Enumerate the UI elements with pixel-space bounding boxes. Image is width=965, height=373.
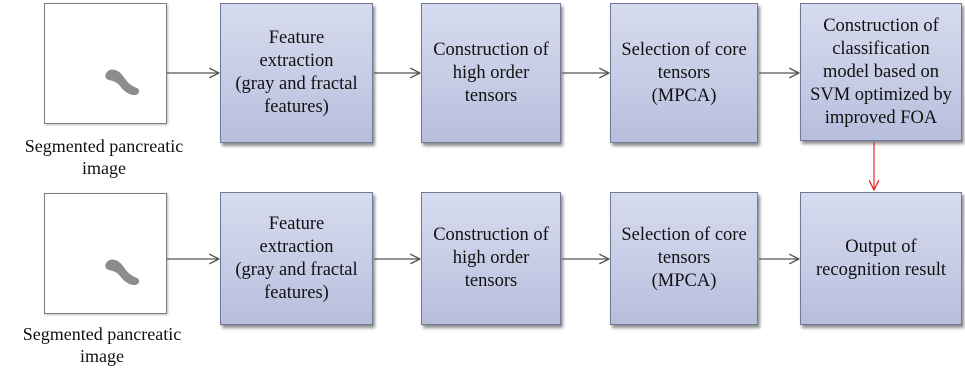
feature-extraction-label-bottom: Feature extraction (gray and fractal fea…: [235, 213, 358, 303]
high-order-tensors-label-bottom: Construction of high order tensors: [433, 225, 549, 291]
feature-extraction-box-top: Feature extraction (gray and fractal fea…: [220, 3, 373, 143]
high-order-tensors-box-bottom: Construction of high order tensors: [421, 192, 561, 325]
image-caption-bottom: Segmented pancreatic image: [22, 324, 182, 366]
core-tensors-label-bottom: Selection of core tensors (MPCA): [621, 225, 747, 291]
pancreas-shape-bottom: [105, 259, 140, 286]
core-tensors-box-bottom: Selection of core tensors (MPCA): [610, 192, 758, 325]
recognition-output-box: Output of recognition result: [800, 192, 962, 325]
classification-model-label: Construction of classification model bas…: [810, 15, 952, 128]
segmented-image-top: [44, 3, 167, 124]
feature-extraction-box-bottom: Feature extraction (gray and fractal fea…: [220, 192, 373, 325]
pancreas-shape-top: [105, 69, 140, 96]
segmented-image-bottom: [44, 193, 167, 314]
image-caption-top: Segmented pancreatic image: [24, 136, 184, 178]
core-tensors-box-top: Selection of core tensors (MPCA): [610, 3, 758, 143]
core-tensors-label-top: Selection of core tensors (MPCA): [621, 39, 747, 106]
feature-extraction-label-top: Feature extraction (gray and fractal fea…: [235, 28, 358, 117]
classification-model-box: Construction of classification model bas…: [800, 3, 962, 141]
high-order-tensors-label-top: Construction of high order tensors: [433, 39, 549, 106]
high-order-tensors-box-top: Construction of high order tensors: [421, 3, 561, 143]
recognition-output-label: Output of recognition result: [816, 236, 946, 280]
